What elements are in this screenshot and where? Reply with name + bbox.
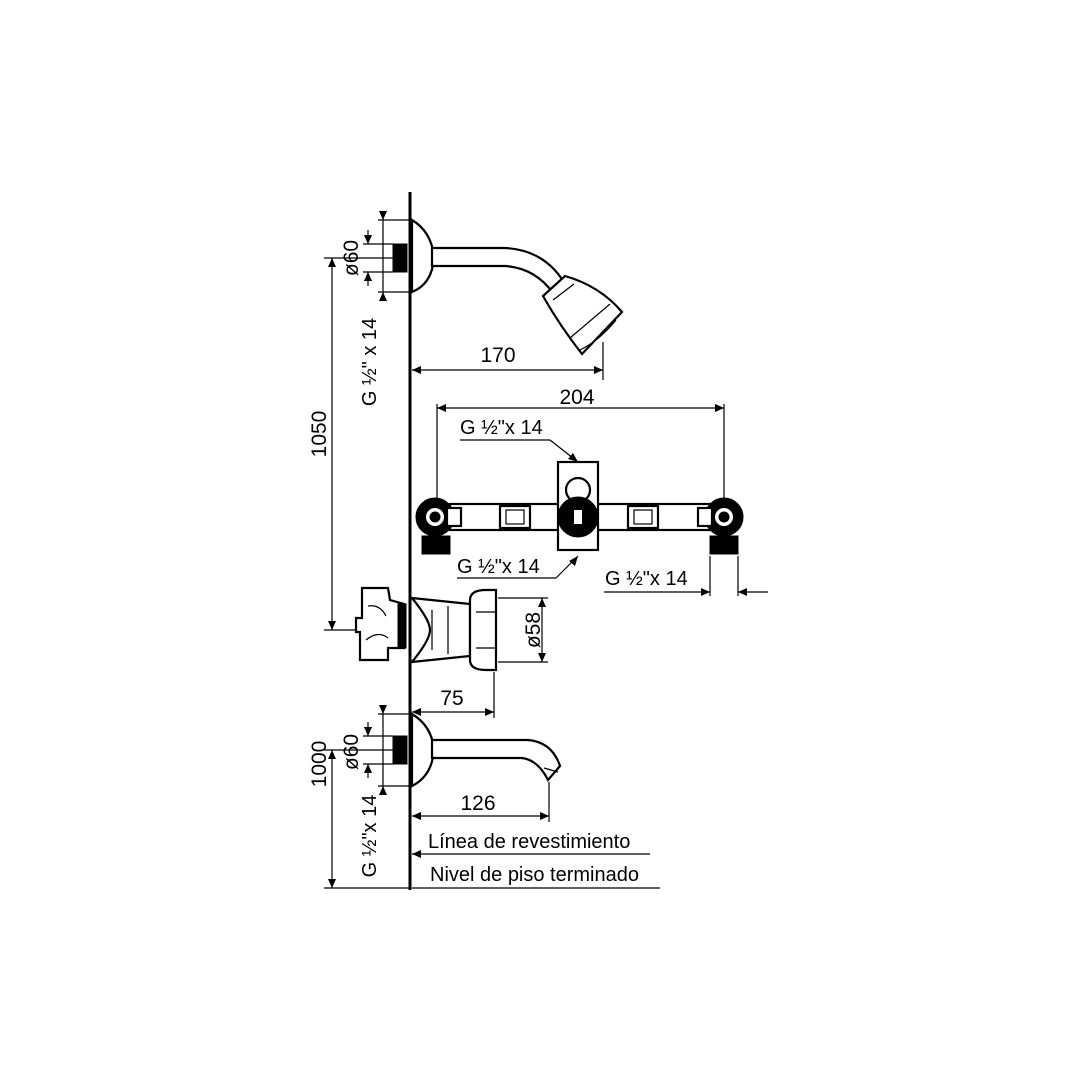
arrow-icon xyxy=(738,588,747,596)
shower-wall-nipple xyxy=(392,243,408,273)
shower-height-label: 1050 xyxy=(308,411,331,458)
left-valve-neck xyxy=(445,506,463,528)
shower-head xyxy=(541,274,624,356)
valve-stem-seat xyxy=(397,603,407,649)
shower-thread-label: G ½" x 14 xyxy=(359,318,381,406)
arrow-icon xyxy=(594,366,603,374)
spout-reach-label: 126 xyxy=(460,792,495,815)
spout-wall-nipple xyxy=(392,735,408,765)
arrow-icon xyxy=(328,621,336,630)
mixer-bottom-thread-label: G ½"x 14 xyxy=(457,556,540,578)
shower-reach-label: 170 xyxy=(480,344,515,367)
mixer-top-thread-label: G ½"x 14 xyxy=(460,417,543,439)
arrow-icon xyxy=(379,705,387,714)
finished-floor-label: Nivel de piso terminado xyxy=(430,864,639,886)
arrow-icon xyxy=(569,556,578,566)
arrow-icon xyxy=(538,598,546,607)
mixer-centers-label: 204 xyxy=(559,386,594,409)
shower-height-dimension: 1050 xyxy=(308,257,393,631)
arrow-icon xyxy=(538,653,546,662)
shower-head-ring xyxy=(569,303,611,339)
mixer-assembly: 204 G ½"x 14 G ½"x 14 xyxy=(415,386,768,596)
shower-reach-dimension: 170 xyxy=(412,342,604,380)
spout-height-label: 1000 xyxy=(308,741,331,788)
arrow-icon xyxy=(328,750,336,759)
center-valve-slot xyxy=(574,510,582,524)
left-valve-core xyxy=(429,511,441,523)
right-valve-base xyxy=(709,535,739,555)
arrow-icon xyxy=(568,453,578,462)
shower-arm xyxy=(430,246,567,295)
arrow-icon xyxy=(437,404,446,412)
arrow-icon xyxy=(379,211,387,220)
arrow-icon xyxy=(540,812,549,820)
arrow-icon xyxy=(412,850,421,858)
left-valve-base xyxy=(421,535,451,555)
arrow-icon xyxy=(328,258,336,267)
arrow-icon xyxy=(328,879,336,888)
spout-assembly: ø60 G ½"x 14 126 1000 xyxy=(308,705,562,889)
shower-thread-dimension: G ½" x 14 xyxy=(359,230,393,406)
arrow-icon xyxy=(485,708,494,716)
reference-labels: Línea de revestimiento Nivel de piso ter… xyxy=(412,831,660,889)
bar-coupling xyxy=(498,504,532,530)
arrow-icon xyxy=(364,727,372,736)
right-valve-neck xyxy=(696,506,714,528)
spout-thread-label: G ½"x 14 xyxy=(359,795,381,878)
shower-flange xyxy=(410,218,436,294)
bar-coupling xyxy=(626,504,660,530)
coupling-detail xyxy=(633,509,653,525)
arrow-icon xyxy=(715,404,724,412)
valve-body-detail xyxy=(367,605,387,617)
spout-tip xyxy=(543,767,559,773)
in-wall-valve-body xyxy=(354,586,406,662)
handle-dia-label: ø58 xyxy=(522,612,545,648)
arrow-icon xyxy=(412,708,421,716)
arrow-icon xyxy=(364,272,372,281)
arrow-icon xyxy=(379,786,387,795)
shower-assembly xyxy=(392,218,624,356)
spout-body xyxy=(430,738,562,782)
right-valve-core xyxy=(718,511,730,523)
shower-head-ring xyxy=(552,283,575,301)
arrow-icon xyxy=(412,366,421,374)
valve-projection-label: 75 xyxy=(440,687,463,710)
valve-body-detail xyxy=(365,633,389,641)
valve-escutcheon xyxy=(409,596,472,664)
cladding-line-label: Línea de revestimiento xyxy=(428,831,630,853)
valve-assembly: ø58 75 xyxy=(354,586,548,718)
arrow-icon xyxy=(364,235,372,244)
arrow-icon xyxy=(412,812,421,820)
coupling-detail xyxy=(505,509,525,525)
arrow-icon xyxy=(701,588,710,596)
mixer-right-thread-label: G ½"x 14 xyxy=(605,568,688,590)
spout-flange-dia-label: ø60 xyxy=(340,734,363,770)
shower-head-face xyxy=(579,319,617,351)
arrow-icon xyxy=(364,764,372,773)
arrow-icon xyxy=(379,292,387,301)
valve-handle xyxy=(468,588,498,672)
spout-flange xyxy=(410,712,436,788)
